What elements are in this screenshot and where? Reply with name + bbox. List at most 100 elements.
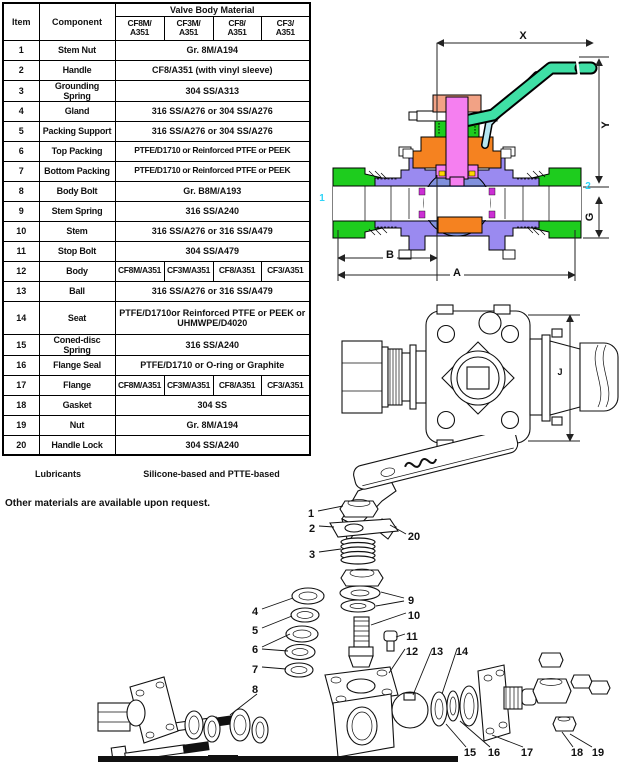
item-number: 17	[2, 374, 40, 396]
stem-nut-exploded	[339, 499, 379, 518]
gasket-nut-cluster	[538, 652, 611, 732]
seat-marks	[418, 187, 496, 219]
bore-step-lines	[364, 186, 550, 221]
material-value: Gr. 8M/A194	[114, 414, 311, 436]
cross-section-diagram: X Y G B A 1 2	[319, 30, 612, 281]
material-value: PTFE/D1710 or Reinforced PTFE or PEEK	[114, 160, 311, 182]
part-label-11: 11	[406, 631, 418, 643]
material-value: PTFE/D1710 or O-ring or Graphite	[114, 354, 311, 376]
stem-exploded	[348, 616, 374, 668]
item-number: 10	[2, 220, 40, 242]
part-label-10: 10	[408, 610, 420, 622]
component-name: Packing Support	[38, 120, 116, 142]
item-number: 4	[2, 100, 40, 122]
grounding-spring-exploded	[340, 537, 376, 565]
component-name: Flange	[38, 374, 116, 396]
dimension-label-b: B	[386, 249, 394, 261]
part-label-4: 4	[252, 606, 259, 618]
table-subheader-row: CF8M/A351 CF3M/A351 CF8/A351 CF3/A351	[3, 15, 311, 41]
component-name: Handle Lock	[38, 434, 116, 456]
top-view-diagram: J	[341, 304, 619, 450]
part-label-18: 18	[571, 747, 583, 759]
material-value: 316 SS/A276 or 316 SS/A479	[114, 220, 311, 242]
lubricants-value: Silicone-based and PTTE-based	[143, 469, 280, 479]
lubricants-row: Lubricants Silicone-based and PTTE-based	[2, 469, 309, 479]
table-header-row: Item Component Valve Body Material	[2, 2, 311, 41]
item-number: 1	[2, 39, 40, 61]
seat-rings-exploded	[430, 685, 479, 727]
material-value: Gr. B8M/A193	[114, 180, 311, 202]
item-number: 3	[2, 79, 40, 102]
bolt-hole	[436, 324, 456, 344]
item-number: 14	[2, 300, 40, 335]
part-label-2: 2	[309, 523, 315, 535]
material-value: 304 SS/A313	[114, 79, 311, 102]
material-value: 316 SS/A240	[114, 333, 311, 356]
dimension-label-x: X	[519, 30, 527, 42]
component-name: Stem Spring	[38, 200, 116, 222]
packing-rings-exploded	[284, 587, 325, 678]
body-exploded	[324, 666, 399, 758]
part-label-16: 16	[488, 747, 500, 759]
component-name: Bottom Packing	[38, 160, 116, 182]
material-value: Gr. 8M/A194	[114, 39, 311, 61]
part-label-9: 9	[408, 595, 414, 607]
component-name: Stem	[38, 220, 116, 242]
stem-washer	[340, 599, 376, 613]
ball-bore	[424, 187, 490, 220]
material-value: 316 SS/A240	[114, 200, 311, 222]
part-label-6: 6	[252, 644, 258, 656]
gland-tab-left	[402, 148, 414, 159]
part-label-20: 20	[408, 531, 420, 543]
material-value: 316 SS/A276 or 316 SS/A479	[114, 280, 311, 302]
material-value: 316 SS/A276 or 304 SS/A276	[114, 120, 311, 142]
component-name: Seat	[38, 300, 116, 335]
material-value: CF8M/A351	[114, 260, 165, 282]
flange-exploded	[477, 664, 572, 742]
packing-yellow-marks	[438, 170, 476, 177]
dimension-label-j: J	[557, 367, 562, 377]
material-value: PTFE/D1710or Reinforced PTFE or PEEK or …	[114, 300, 311, 335]
materials-table: Item Component Valve Body Material CF8M/…	[2, 2, 312, 457]
footnote: Other materials are available upon reque…	[5, 498, 211, 509]
component-name: Handle	[38, 59, 116, 81]
item-number: 20	[2, 434, 40, 456]
component-name: Nut	[38, 414, 116, 436]
part-label-14: 14	[456, 646, 469, 658]
item-number: 6	[2, 140, 40, 162]
stem-washer	[339, 585, 381, 601]
component-name: Body Bolt	[38, 180, 116, 202]
left-flange-exploded	[97, 676, 269, 744]
part-label-7: 7	[252, 664, 258, 676]
material-value: 304 SS/A479	[114, 240, 311, 262]
valve-body-top-view	[425, 304, 531, 450]
component-name: Gasket	[38, 394, 116, 416]
material-value: 304 SS/A240	[114, 434, 311, 456]
handle-cross-section	[458, 59, 598, 128]
item-number: 12	[2, 260, 40, 282]
part-label-8: 8	[252, 684, 258, 696]
dim-label-bg	[383, 248, 397, 260]
part-label-12: 12	[406, 646, 418, 658]
top-view-dimension	[528, 314, 580, 442]
item-number: 2	[2, 59, 40, 81]
part-label-13: 13	[431, 646, 443, 658]
material-value: CF3/A351	[260, 374, 311, 396]
leader-lines	[229, 505, 593, 748]
dimension-label-g: G	[584, 213, 596, 222]
stop-bolt-top-view	[478, 311, 502, 335]
component-name: Coned-disc Spring	[38, 333, 116, 356]
item-number: 16	[2, 354, 40, 376]
brand-logo	[404, 458, 438, 468]
material-value: 304 SS	[114, 394, 311, 416]
